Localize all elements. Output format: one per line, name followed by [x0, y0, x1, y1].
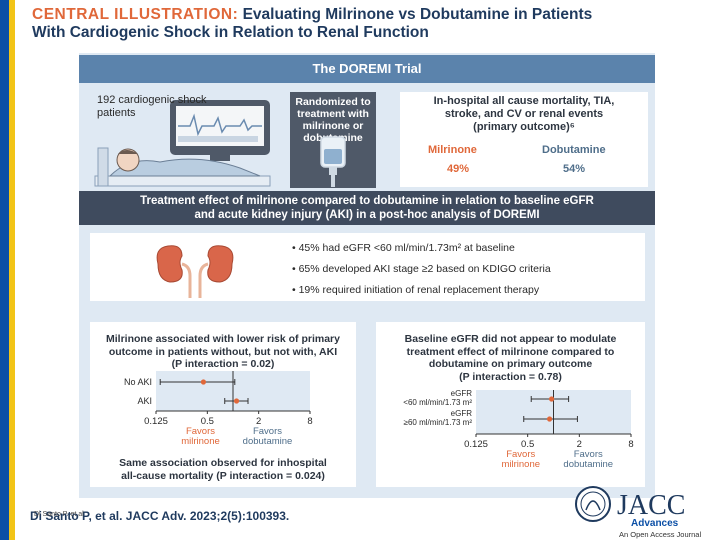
jacc-advances-logo: JACC Advances An Open Access Journal — [575, 486, 701, 539]
x-tick-label: 0.125 — [144, 416, 168, 427]
patient-bed-illustration — [94, 100, 271, 187]
kidney-facts-box — [90, 233, 645, 301]
favors-milrinone-label: milrinone — [501, 459, 540, 470]
favors-dobutamine-label: dobutamine — [243, 436, 293, 447]
fact-bullet: • 19% required initiation of renal repla… — [292, 284, 540, 296]
point-estimate — [200, 379, 207, 385]
forest-plot-left-title: Milrinone associated with lower risk of … — [106, 333, 340, 370]
page-title: CENTRAL ILLUSTRATION: Evaluating Milrino… — [32, 6, 712, 42]
x-tick-label: 8 — [628, 439, 633, 450]
primary-outcome-text: In-hospital all cause mortality, TIA, st… — [433, 95, 615, 133]
milrinone-value: 49% — [447, 163, 470, 175]
patients-label: 192 cardiogenic shock patients — [97, 94, 207, 119]
kidney-icon — [156, 245, 234, 298]
point-estimate — [546, 416, 553, 422]
title-prefix: CENTRAL ILLUSTRATION: — [32, 6, 239, 23]
logo-sub2: An Open Access Journal — [619, 530, 701, 539]
fact-bullet: • 65% developed AKI stage ≥2 based on KD… — [292, 263, 551, 275]
citation: Di Santo P, et al. JACC Adv. 2023;2(5):1… — [30, 509, 290, 523]
x-tick-label: 0.125 — [464, 439, 488, 450]
forest-plot-right-title: Baseline eGFR did not appear to modulate… — [404, 333, 617, 383]
patient-head — [116, 148, 140, 172]
trial-header: The DOREMI Trial — [79, 55, 655, 83]
row-label: eGFR — [451, 389, 473, 398]
title-line1: Evaluating Milrinone vs Dobutamine in Pa… — [242, 6, 593, 23]
dobutamine-label: Dobutamine — [542, 144, 606, 156]
x-tick-label: 0.5 — [201, 416, 214, 427]
left-accent-bar-yellow — [9, 0, 15, 540]
logo-sub1: Advances — [631, 518, 679, 529]
point-estimate — [548, 396, 555, 402]
point-estimate — [233, 398, 240, 404]
forest-plot-left-footnote: Same association observed for inhospital… — [119, 457, 327, 482]
favors-dobutamine-label: Favors — [253, 426, 282, 437]
logo-main: JACC — [617, 490, 685, 521]
x-tick-label: 8 — [307, 416, 312, 427]
favors-dobutamine-label: Favors — [574, 449, 603, 460]
effect-header: Treatment effect of milrinone compared t… — [79, 191, 655, 225]
ecg-trace — [178, 113, 262, 137]
milrinone-label: Milrinone — [428, 144, 477, 156]
dobutamine-value: 54% — [563, 163, 586, 175]
title-line2: With Cardiogenic Shock in Relation to Re… — [32, 24, 429, 41]
favors-dobutamine-label: dobutamine — [563, 459, 613, 470]
x-tick-label: 0.5 — [521, 439, 534, 450]
left-accent-bar-blue — [0, 0, 9, 540]
x-tick-label: 2 — [577, 439, 582, 450]
favors-milrinone-label: Favors — [186, 426, 215, 437]
citation-overlay: Di Santo P. et al — [34, 511, 84, 518]
iv-bag-icon — [320, 136, 346, 187]
row-label: ≥60 ml/min/1.73 m² — [404, 418, 473, 427]
x-tick-label: 2 — [256, 416, 261, 427]
favors-milrinone-label: Favors — [506, 449, 535, 460]
row-label: <60 ml/min/1.73 m² — [403, 398, 472, 407]
row-label: No AKI — [124, 377, 152, 387]
row-label: eGFR — [451, 409, 473, 418]
row-label: AKI — [137, 396, 152, 406]
favors-milrinone-label: milrinone — [181, 436, 220, 447]
primary-outcome-box — [400, 92, 648, 187]
fact-bullet: • 45% had eGFR <60 ml/min/1.73m² at base… — [292, 242, 515, 254]
